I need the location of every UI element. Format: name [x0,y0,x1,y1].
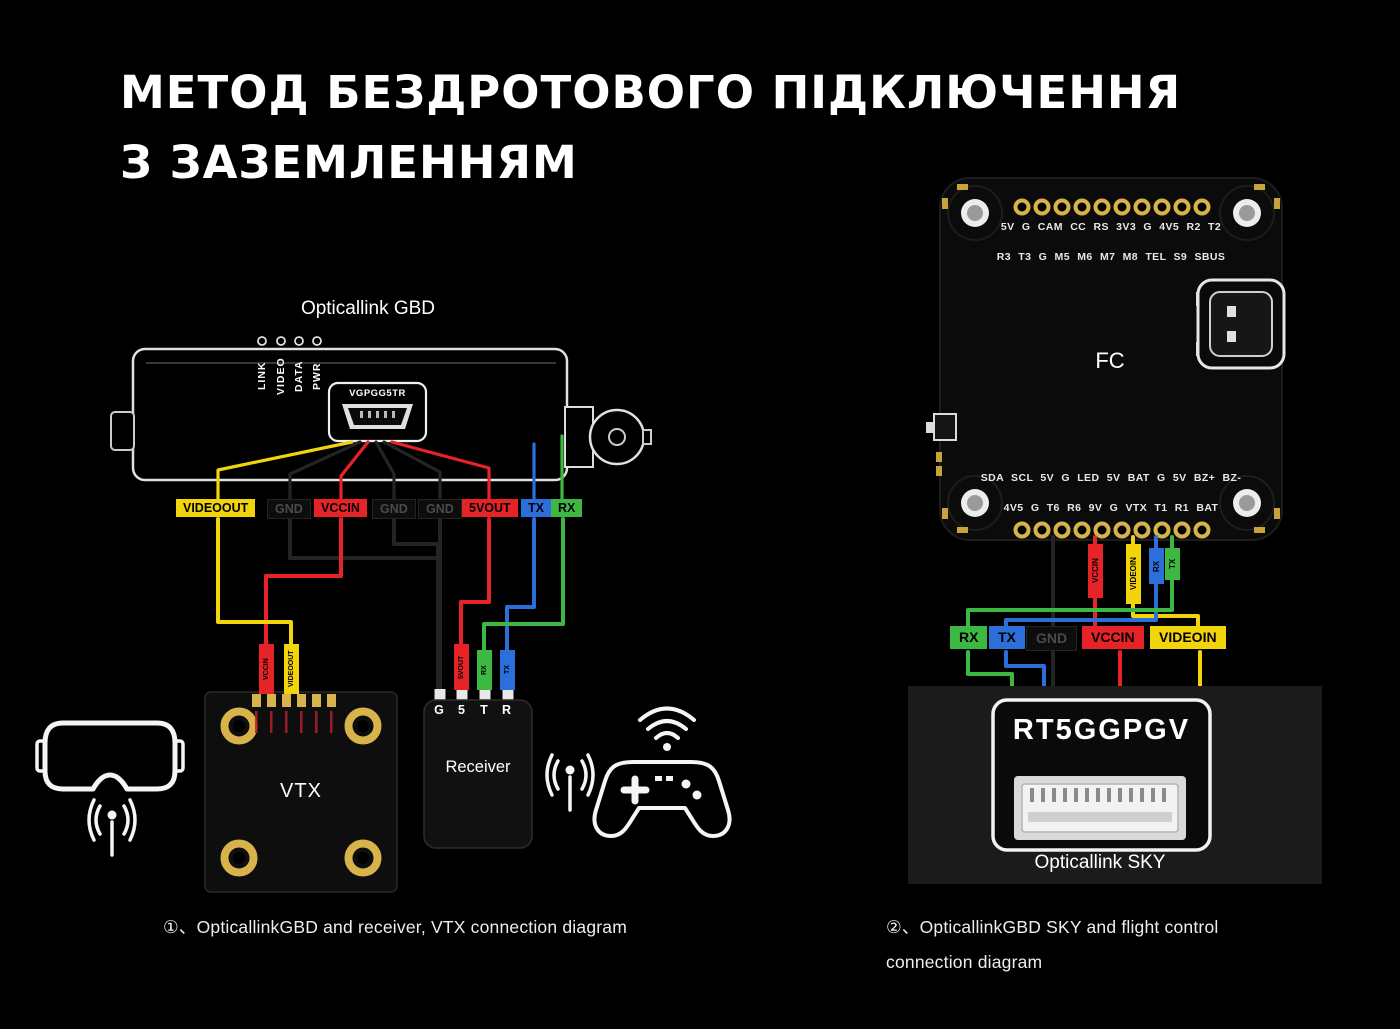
vtx-label: VTX [280,780,322,802]
fpv-goggles-icon [35,720,185,792]
pin-chip-vccin: VCCIN [314,499,367,518]
fc-board [926,177,1286,541]
wire-chip-gnd: GND [1026,626,1078,651]
pin-chip-gnd-2: GND [372,499,416,520]
receiver-pin-5: 5 [458,703,465,717]
sky-module [908,686,1322,884]
pin-chip-gnd-1: GND [267,499,311,520]
wire-chip-vccin: VCCIN [1082,626,1144,649]
indicator-label-pwr: PWR [311,362,323,390]
receiver-pin-r: R [501,703,512,717]
vtx-tag-videoout: VIDEOOUT [284,644,299,694]
fc-tag-vccin: VCCIN [1088,544,1103,598]
page-title-line1: МЕТОД БЕЗДРОТОВОГО ПІДКЛЮЧЕННЯ [120,66,1182,119]
fc-bottom-holes [1013,521,1211,539]
usb-c-connector-icon [1196,278,1286,370]
receiver-pin-letters: G 5 T R [431,703,515,717]
pin-chip-tx: TX [521,499,551,518]
sky-connector-icon [1014,776,1186,840]
receiver-pin-g: G [434,703,444,717]
fc-top-row-1: 5V G CAM CC RS 3V3 G 4V5 R2 T2 [1000,221,1222,233]
fc-corner-pads [936,184,1280,533]
indicator-label-link: LINK [256,361,268,391]
antenna-icon-2 [545,753,595,812]
pin-chip-5vout: 5VOUT [462,499,518,518]
receiver-label: Receiver [445,758,511,776]
fc-top-row-2: R3 T3 G M5 M6 M7 M8 TEL S9 SBUS [996,251,1226,263]
sky-module-label: Opticallink SKY [1034,852,1166,873]
wifi-signal-icon [638,706,696,751]
receiver-pin-t: T [480,703,488,717]
fc-bottom-row-1: SDA SCL 5V G LED 5V BAT G 5V BZ+ BZ- [980,472,1242,484]
vtx-pad-marks [255,711,333,733]
wire-chip-videoin: VIDEOIN [1150,626,1226,649]
antenna-icon [87,798,137,857]
usb-connector-label: VGPGG5TR [349,388,406,399]
caption-right-line2: connection diagram [886,952,1043,972]
boot-switch-icon [926,413,957,441]
gamepad-icon [592,760,732,838]
fc-label: FC [1095,348,1125,373]
pin-chip-rx: RX [551,499,583,518]
receiver-tag-5vout: 5VOUT [454,644,469,690]
receiver-tag-tx: TX [500,650,515,690]
caption-left: ①、OpticallinkGBD and receiver, VTX conne… [163,917,627,937]
page-title-line2: З ЗАЗЕМЛЕННЯМ [120,136,578,189]
indicator-label-data: DATA [293,360,305,392]
pin-chip-gnd-3: GND [418,499,462,520]
vtx-solder-pads [252,694,336,707]
fc-top-holes [1013,198,1211,216]
wire-chip-rx: RX [950,626,988,649]
fc-mounting-holes [961,199,1261,517]
vtx-tag-vccin: VCCIN [259,644,274,694]
fc-tag-tx: TX [1165,548,1180,580]
usb-connector-icon [327,381,428,443]
caption-right-line1: ②、OpticallinkGBD SKY and flight control [886,917,1219,937]
fc-tag-videoin: VIDEOIN [1126,544,1141,604]
pin-chip-videoout: VIDEOOUT [176,499,256,518]
vtx-board [204,691,398,893]
fc-tag-rx: RX [1149,548,1164,584]
right-wires [966,535,1202,699]
sky-module-title: RT5GGPGV [1012,714,1191,746]
left-wires [216,434,565,692]
receiver-body [423,689,533,849]
gbd-device-label: Opticallink GBD [300,298,436,319]
fc-bottom-row-2: 4V5 G T6 R6 9V G VTX T1 R1 BAT [1003,502,1219,514]
wire-chip-tx: TX [989,626,1025,649]
receiver-tag-rx: RX [477,650,492,690]
indicator-label-video: VIDEO [275,357,287,395]
